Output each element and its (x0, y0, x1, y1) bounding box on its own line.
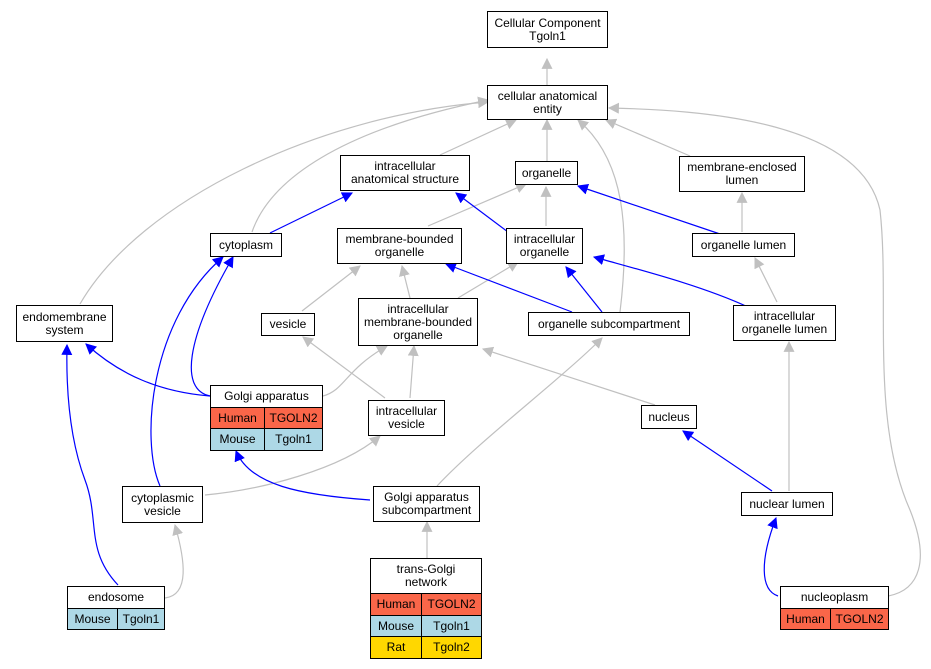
trans-golgi-network-row-mouse: Mouse Tgoln1 (371, 616, 481, 637)
edge-iol-to-io (592, 254, 749, 308)
node-cytoplasmic-vesicle[interactable]: cytoplasmic vesicle (122, 486, 203, 523)
edge-osc-to-mbo (444, 262, 573, 313)
node-cytoplasm[interactable]: cytoplasm (210, 233, 282, 257)
gene-human: TGOLN2 (835, 611, 884, 626)
golgi-apparatus-row-human: Human TGOLN2 (211, 408, 322, 429)
node-membrane-enclosed-lumen[interactable]: membrane-enclosed lumen (679, 156, 805, 192)
node-nucleoplasm[interactable]: nucleoplasm Human TGOLN2 (780, 586, 889, 630)
node-endosome[interactable]: endosome Mouse Tgoln1 (67, 586, 165, 630)
node-cellular-component[interactable]: Cellular Component Tgoln1 (487, 11, 608, 48)
edge-golgi-to-endo (85, 343, 211, 397)
node-endomembrane-system[interactable]: endomembrane system (16, 305, 113, 342)
edge-osc-to-io (565, 266, 603, 313)
edge-imbo-to-mbo (399, 264, 411, 299)
edge-io-to-ias (455, 192, 513, 236)
gene-rat: Tgoln2 (433, 640, 470, 654)
species-human: Human (371, 594, 422, 615)
edge-iv-to-imbo (407, 344, 419, 399)
edge-mel-to-cae (604, 118, 691, 157)
edge-ias-to-cae (439, 119, 517, 156)
endosome-row-mouse: Mouse Tgoln1 (68, 609, 164, 629)
edge-nl-to-nucleus (682, 430, 773, 492)
edge-iv-to-ves (302, 336, 386, 399)
node-intracellular-organelle[interactable]: intracellular organelle (506, 228, 583, 264)
trans-golgi-network-row-human: Human TGOLN2 (371, 594, 481, 616)
node-vesicle[interactable]: vesicle (261, 313, 315, 336)
edge-cv-to-iv (204, 435, 381, 496)
node-nucleus[interactable]: nucleus (641, 405, 697, 429)
gene-human: TGOLN2 (427, 597, 476, 611)
gene-mouse: Tgoln1 (122, 611, 160, 626)
edge-endosome-to-cv (164, 523, 184, 599)
node-organelle-lumen[interactable]: organelle lumen (692, 233, 795, 257)
node-intracellular-vesicle[interactable]: intracellular vesicle (368, 400, 445, 436)
edge-endo-to-cae (79, 97, 490, 305)
edge-nucplasm-to-cae (607, 102, 921, 597)
endosome-title: endosome (68, 587, 164, 609)
node-intracellular-organelle-lumen[interactable]: intracellular organelle lumen (733, 305, 836, 341)
edge-endosome-to-endo (61, 343, 119, 586)
species-human: Human (781, 609, 831, 629)
golgi-apparatus-row-mouse: Mouse Tgoln1 (211, 429, 322, 450)
gene-human: TGOLN2 (269, 410, 318, 425)
species-mouse: Mouse (68, 609, 118, 629)
edge-gas-to-golgi (234, 449, 371, 501)
edge-cv-to-cyto (150, 256, 224, 487)
node-nuclear-lumen[interactable]: nuclear lumen (741, 492, 833, 516)
node-membrane-bounded-organelle[interactable]: membrane-bounded organelle (337, 228, 462, 264)
edge-nucleus-to-imbo (481, 346, 656, 406)
trans-golgi-network-row-rat: Rat Tgoln2 (371, 637, 481, 658)
species-mouse: Mouse (211, 429, 265, 450)
node-intracellular-anatomical-structure[interactable]: intracellular anatomical structure (340, 155, 470, 191)
node-organelle[interactable]: organelle (515, 161, 578, 185)
edge-mbo-to-org (427, 182, 528, 227)
edge-gas-to-osc (436, 337, 603, 487)
edge-ves-to-mbo (301, 265, 361, 312)
species-mouse: Mouse (371, 616, 422, 636)
node-golgi-apparatus-subcompartment[interactable]: Golgi apparatus subcompartment (373, 486, 480, 522)
gene-mouse: Tgoln1 (433, 618, 470, 633)
node-intracellular-membrane-bounded-organelle[interactable]: intracellular membrane-bounded organelle (358, 298, 478, 346)
node-trans-golgi-network[interactable]: trans-Golgi network Human TGOLN2 Mouse T… (370, 558, 482, 659)
species-rat: Rat (371, 637, 422, 658)
edge-nucplasm-to-nl (763, 516, 779, 597)
node-organelle-subcompartment[interactable]: organelle subcompartment (528, 312, 690, 336)
edge-iol-to-ol (754, 257, 778, 303)
species-human: Human (211, 408, 265, 428)
nucleoplasm-title: nucleoplasm (781, 587, 888, 609)
edge-cyto-to-ias (269, 192, 353, 234)
edge-osc-to-cae (577, 119, 625, 313)
edge-cyto-to-cae (251, 96, 490, 233)
edge-golgi-to-cyto (190, 256, 234, 397)
trans-golgi-network-title: trans-Golgi network (371, 559, 481, 594)
edge-ol-to-org (576, 183, 721, 235)
edge-golgi-to-imbo (322, 345, 388, 397)
node-golgi-apparatus[interactable]: Golgi apparatus Human TGOLN2 Mouse Tgoln… (210, 385, 323, 451)
gene-mouse: Tgoln1 (275, 432, 312, 446)
node-cellular-anatomical-entity[interactable]: cellular anatomical entity (487, 85, 608, 120)
golgi-apparatus-title: Golgi apparatus (211, 386, 322, 408)
nucleoplasm-row-human: Human TGOLN2 (781, 609, 888, 629)
